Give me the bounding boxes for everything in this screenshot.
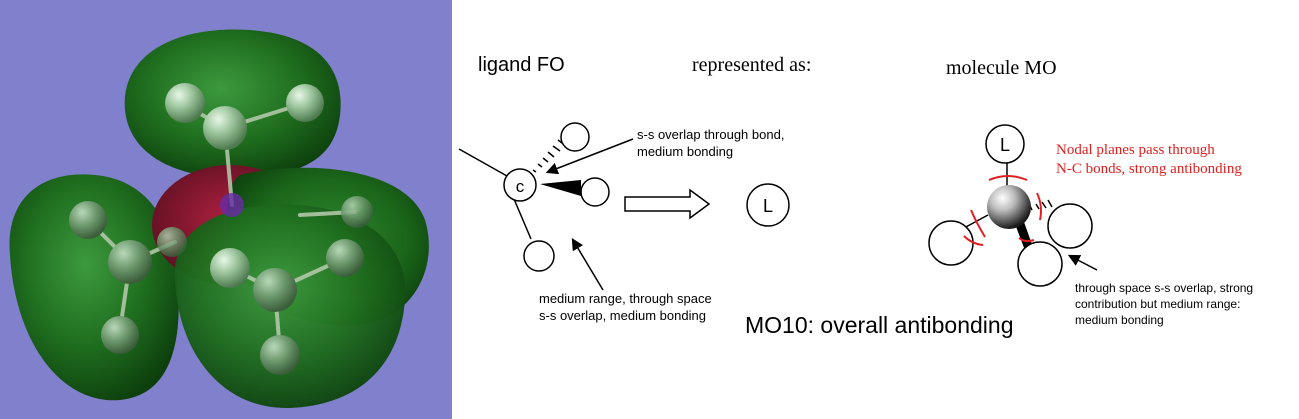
- heading-molecule-mo: molecule MO: [946, 57, 1057, 79]
- hashed-bond: [532, 139, 567, 173]
- conclusion-text: MO10: overall antibonding: [745, 312, 1014, 338]
- heading-represented-as: represented as:: [692, 54, 811, 76]
- nodal-plane-marks: [963, 175, 1042, 246]
- hydrogen-lower: [523, 240, 555, 272]
- hydrogen-right: [580, 177, 610, 207]
- ligand-symbol-label: L: [763, 196, 773, 216]
- mo-ligand-top-label: L: [1000, 135, 1010, 155]
- mo-annotation-line2: contribution but medium range:: [1075, 297, 1240, 311]
- ligand-symbol: [746, 183, 790, 227]
- carbon-label: c: [516, 177, 525, 196]
- ss-bond-annotation-line2: medium bonding: [637, 144, 733, 159]
- mo-annotation-line3: medium bonding: [1075, 313, 1164, 327]
- through-space-arrow: [571, 237, 604, 291]
- orbital-render: [0, 0, 452, 419]
- mo-ligand-right: [1047, 203, 1093, 249]
- through-space-annotation-line1: medium range, through space: [539, 291, 712, 306]
- ligand-fragment: c: [458, 122, 610, 272]
- wedge-bond: [540, 180, 581, 196]
- mo-annotation-line1: through space s-s overlap, strong: [1075, 281, 1253, 295]
- molecule-mo-schematic: L: [928, 124, 1093, 287]
- heading-ligand-fo: ligand FO: [478, 54, 565, 76]
- mo-ligand-left: [928, 220, 974, 266]
- top-lobe: [124, 29, 341, 179]
- nodal-annotation-line1: Nodal planes pass through: [1056, 142, 1215, 158]
- carbon-atom: [503, 168, 537, 202]
- central-nitrogen: [987, 185, 1031, 229]
- atoms-render: [69, 83, 373, 375]
- mo-through-space-arrow: [1067, 254, 1098, 271]
- bond-line: [458, 148, 508, 177]
- transform-arrow: [624, 188, 711, 220]
- hydrogen-upper: [560, 122, 590, 152]
- nodal-annotation-line2: N-C bonds, strong antibonding: [1056, 161, 1242, 177]
- through-space-annotation-line2: s-s overlap, medium bonding: [539, 308, 706, 323]
- bond-down: [513, 198, 532, 240]
- mo-ligand-top: [985, 124, 1025, 164]
- ss-bond-annotation-line1: s-s overlap through bond,: [637, 127, 784, 142]
- mo-ligand-bottom: [1017, 241, 1063, 287]
- ss-bond-arrow: [545, 138, 634, 175]
